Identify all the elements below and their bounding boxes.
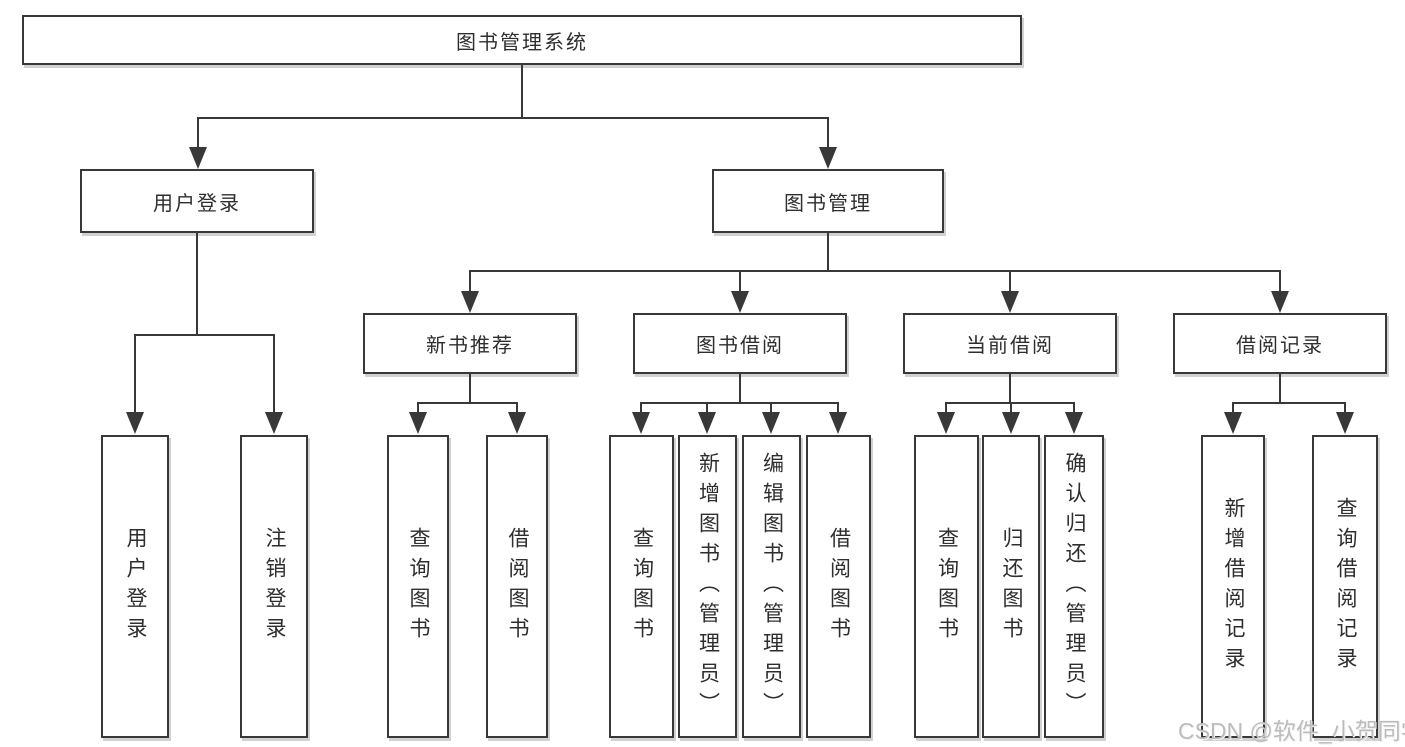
connector-g2-stem-1 — [640, 402, 642, 414]
connector-user-hline — [134, 334, 275, 336]
leaf-query-books-1: 查询图书 — [387, 435, 449, 738]
connector-g3-stem-3 — [1073, 402, 1075, 414]
connector-g2-vline — [739, 374, 741, 403]
connector-user-stem-2 — [273, 334, 275, 413]
connector-g4-vline — [1279, 374, 1281, 403]
leaf-confirm-return-admin-label: 确认归还（管理员） — [1063, 451, 1087, 722]
connector-mgmt-vline — [827, 233, 829, 271]
leaf-query-books-2: 查询图书 — [609, 435, 674, 738]
leaf-logout-label: 注销登录 — [263, 526, 287, 647]
leaf-edit-book-admin: 编辑图书（管理员） — [742, 435, 801, 738]
leaf-add-borrow-record-label: 新增借阅记录 — [1222, 496, 1246, 677]
arrowhead-down-icon — [1271, 291, 1289, 313]
arrowhead-down-icon — [189, 147, 207, 169]
connector-mgmt-hline — [469, 270, 1281, 272]
connector-root-stem-right — [827, 117, 829, 149]
connector-mgmt-stem-4 — [1279, 270, 1281, 292]
arrowhead-down-icon — [731, 291, 749, 313]
arrowhead-down-icon — [937, 412, 955, 434]
leaf-borrow-books-1: 借阅图书 — [486, 435, 548, 738]
connector-g2-stem-2 — [706, 402, 708, 414]
leaf-user-login: 用户登录 — [101, 435, 169, 738]
node-current-borrowing-label: 当前借阅 — [966, 335, 1054, 357]
connector-user-stem-1 — [134, 334, 136, 413]
leaf-return-book: 归还图书 — [982, 435, 1040, 738]
arrowhead-down-icon — [126, 412, 144, 434]
arrowhead-down-icon — [762, 412, 780, 434]
node-new-book-recommendation-label: 新书推荐 — [426, 335, 514, 357]
leaf-logout: 注销登录 — [240, 435, 308, 738]
leaf-add-book-admin: 新增图书（管理员） — [678, 435, 737, 738]
connector-g2-stem-3 — [770, 402, 772, 414]
connector-g2-stem-4 — [837, 402, 839, 414]
leaf-confirm-return-admin: 确认归还（管理员） — [1044, 435, 1104, 738]
connector-g3-stem-2 — [1010, 402, 1012, 414]
arrowhead-down-icon — [819, 147, 837, 169]
node-borrowing-records: 借阅记录 — [1173, 313, 1387, 374]
node-user-login: 用户登录 — [80, 169, 314, 233]
arrowhead-down-icon — [698, 412, 716, 434]
arrowhead-down-icon — [265, 412, 283, 434]
node-user-login-label: 用户登录 — [153, 192, 241, 215]
csdn-watermark: CSDN @软件_小贺同学 — [1178, 718, 1405, 744]
node-root: 图书管理系统 — [22, 15, 1022, 65]
connector-g3-vline — [1009, 374, 1011, 403]
arrowhead-down-icon — [1001, 291, 1019, 313]
node-borrowing-records-label: 借阅记录 — [1236, 335, 1324, 357]
connector-mgmt-stem-3 — [1009, 270, 1011, 292]
leaf-query-books-1-label: 查询图书 — [407, 526, 431, 647]
leaf-query-books-2-label: 查询图书 — [630, 526, 654, 647]
arrowhead-down-icon — [1002, 412, 1020, 434]
leaf-query-borrow-record-label: 查询借阅记录 — [1334, 496, 1358, 677]
connector-mgmt-stem-1 — [469, 270, 471, 292]
node-root-label: 图书管理系统 — [456, 31, 588, 54]
leaf-add-book-admin-label: 新增图书（管理员） — [696, 451, 720, 722]
connector-g1-stem-1 — [417, 402, 419, 414]
leaf-edit-book-admin-label: 编辑图书（管理员） — [760, 451, 784, 722]
leaf-query-books-3: 查询图书 — [914, 435, 979, 738]
connector-g1-hline — [417, 402, 518, 404]
leaf-query-borrow-record: 查询借阅记录 — [1312, 435, 1378, 738]
connector-user-vline — [196, 233, 198, 335]
leaf-user-login-label: 用户登录 — [124, 526, 148, 647]
leaf-add-borrow-record: 新增借阅记录 — [1201, 435, 1265, 738]
connector-g3-stem-1 — [945, 402, 947, 414]
connector-root-vline — [521, 65, 523, 118]
leaf-return-book-label: 归还图书 — [1000, 526, 1024, 647]
node-book-borrowing-label: 图书借阅 — [696, 335, 784, 357]
node-current-borrowing: 当前借阅 — [903, 313, 1117, 374]
arrowhead-down-icon — [409, 412, 427, 434]
leaf-borrow-books-2: 借阅图书 — [806, 435, 871, 738]
leaf-borrow-books-2-label: 借阅图书 — [827, 526, 851, 647]
arrowhead-down-icon — [461, 291, 479, 313]
connector-g1-vline — [469, 374, 471, 403]
arrowhead-down-icon — [508, 412, 526, 434]
connector-root-hline — [197, 117, 829, 119]
arrowhead-down-icon — [632, 412, 650, 434]
node-new-book-recommendation: 新书推荐 — [363, 313, 577, 374]
leaf-query-books-3-label: 查询图书 — [935, 526, 959, 647]
connector-g4-stem-1 — [1232, 402, 1234, 414]
connector-g4-stem-2 — [1344, 402, 1346, 414]
node-book-borrowing: 图书借阅 — [633, 313, 847, 374]
node-book-management-label: 图书管理 — [784, 192, 872, 215]
arrowhead-down-icon — [1065, 412, 1083, 434]
arrowhead-down-icon — [1224, 412, 1242, 434]
connector-g1-stem-2 — [516, 402, 518, 414]
leaf-borrow-books-1-label: 借阅图书 — [506, 526, 530, 647]
arrowhead-down-icon — [1336, 412, 1354, 434]
connector-g2-hline — [640, 402, 839, 404]
connector-root-stem-left — [197, 117, 199, 149]
connector-mgmt-stem-2 — [739, 270, 741, 292]
arrowhead-down-icon — [829, 412, 847, 434]
node-book-management: 图书管理 — [712, 169, 944, 233]
connector-g4-hline — [1232, 402, 1346, 404]
